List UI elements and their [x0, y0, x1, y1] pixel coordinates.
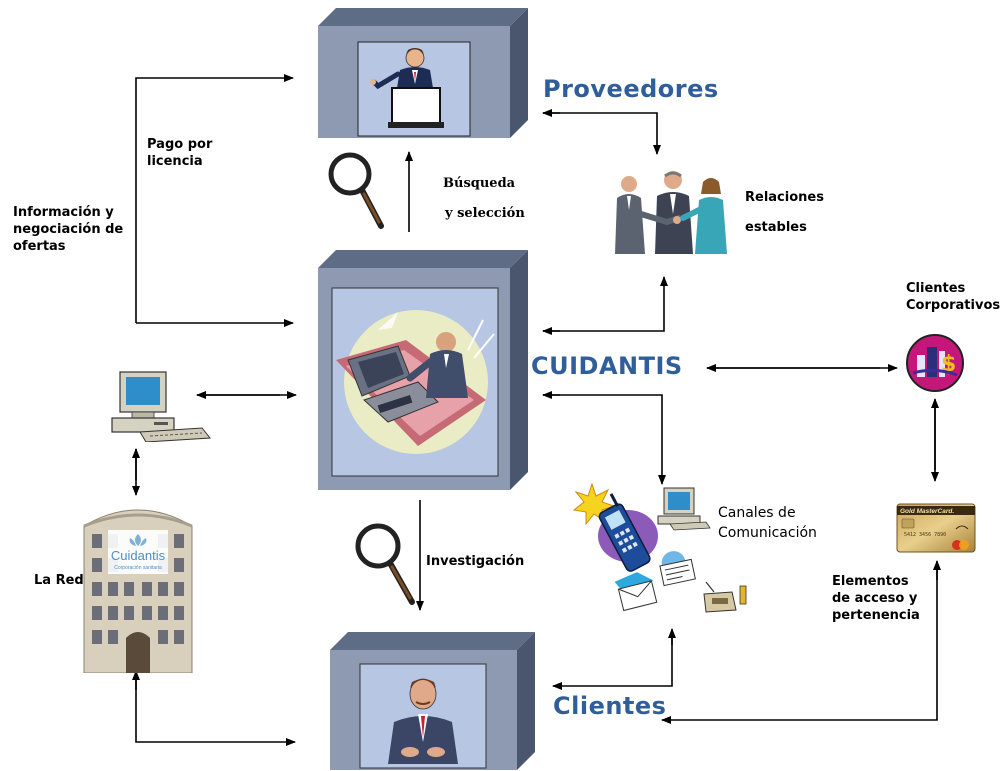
corporativos-label-line2: Corporativos: [906, 297, 1001, 313]
card-brand: Gold MasterCard.: [900, 508, 954, 515]
clientes-box: [330, 632, 535, 770]
corporativos-label-line1: Clientes: [906, 281, 966, 296]
newspaper-icon: [659, 551, 696, 587]
clientes-title: Clientes: [553, 692, 667, 720]
building-sign-name: Cuidantis: [111, 548, 166, 563]
small-computer-icon: [657, 487, 711, 531]
arrow-proveedores-to-relaciones: [543, 112, 661, 155]
fax-icon: [703, 581, 747, 613]
proveedores-title: Proveedores: [543, 75, 719, 103]
arrow-cuidantis-to-relaciones: [543, 276, 668, 332]
cuidantis-title: CUIDANTIS: [531, 352, 683, 380]
magnifier-icon: [355, 523, 415, 605]
informacion-label-line1: Información y: [13, 205, 114, 220]
pago-label: Pago por licencia: [147, 137, 212, 171]
informacion-label-line3: ofertas: [13, 238, 66, 254]
elementos-label-line2: de acceso y: [832, 590, 918, 606]
desktop-computer-icon: [111, 371, 211, 442]
canales-label: Canales de Comunicación: [718, 503, 817, 544]
pago-label-line1: Pago por: [147, 137, 213, 152]
relaciones-label-line1: Relaciones: [745, 190, 824, 205]
workstation-icon: [336, 310, 495, 454]
corporativos-label: Clientes Corporativos: [906, 281, 1000, 315]
arrow-building-clientes: [135, 672, 296, 746]
communication-channels-icon: [572, 482, 747, 613]
card-number: 5412 3456 7890: [904, 532, 946, 538]
mobile-phone-icon: [598, 493, 651, 572]
credit-card-icon: Gold MasterCard. 5412 3456 7890: [896, 503, 976, 553]
presenter-icon: [370, 48, 444, 128]
cuidantis-box: [318, 250, 528, 490]
elementos-label: Elementos de acceso y pertenencia: [832, 574, 920, 625]
envelope-icon: [614, 572, 658, 612]
canales-label-line1: Canales de: [718, 505, 796, 521]
relaciones-label-line2: estables: [745, 220, 807, 235]
lared-label: La Red: [34, 573, 84, 588]
elementos-label-line1: Elementos: [832, 574, 909, 589]
client-man-icon: [388, 678, 458, 764]
arrow-cuidantis-canales: [543, 394, 666, 485]
arrow-card-clientes: [661, 562, 938, 724]
canales-label-line2: Comunicación: [718, 525, 817, 542]
informacion-label-line2: negociación de: [13, 221, 124, 237]
investigacion-label: Investigación: [426, 554, 525, 569]
building-sign-tagline: Corporación sanitaria: [114, 565, 162, 571]
arrow-canales-clientes: [552, 630, 673, 690]
proveedores-box: [318, 8, 528, 138]
building-icon: Cuidantis Corporación sanitaria: [83, 509, 193, 673]
informacion-label: Información y negociación de ofertas: [13, 205, 123, 256]
corporate-clients-icon: $: [906, 334, 964, 392]
cuidantis-logo-icon: [129, 534, 147, 546]
busqueda-label-line1: Búsqueda: [443, 176, 516, 191]
busqueda-label-line2: y selección: [445, 206, 525, 221]
elementos-label-line3: pertenencia: [832, 607, 920, 623]
magnifier-icon: [328, 152, 384, 229]
pago-label-line2: licencia: [147, 153, 203, 169]
business-people-icon: [615, 171, 727, 254]
arrow-info-to-proveedores: [135, 74, 294, 323]
